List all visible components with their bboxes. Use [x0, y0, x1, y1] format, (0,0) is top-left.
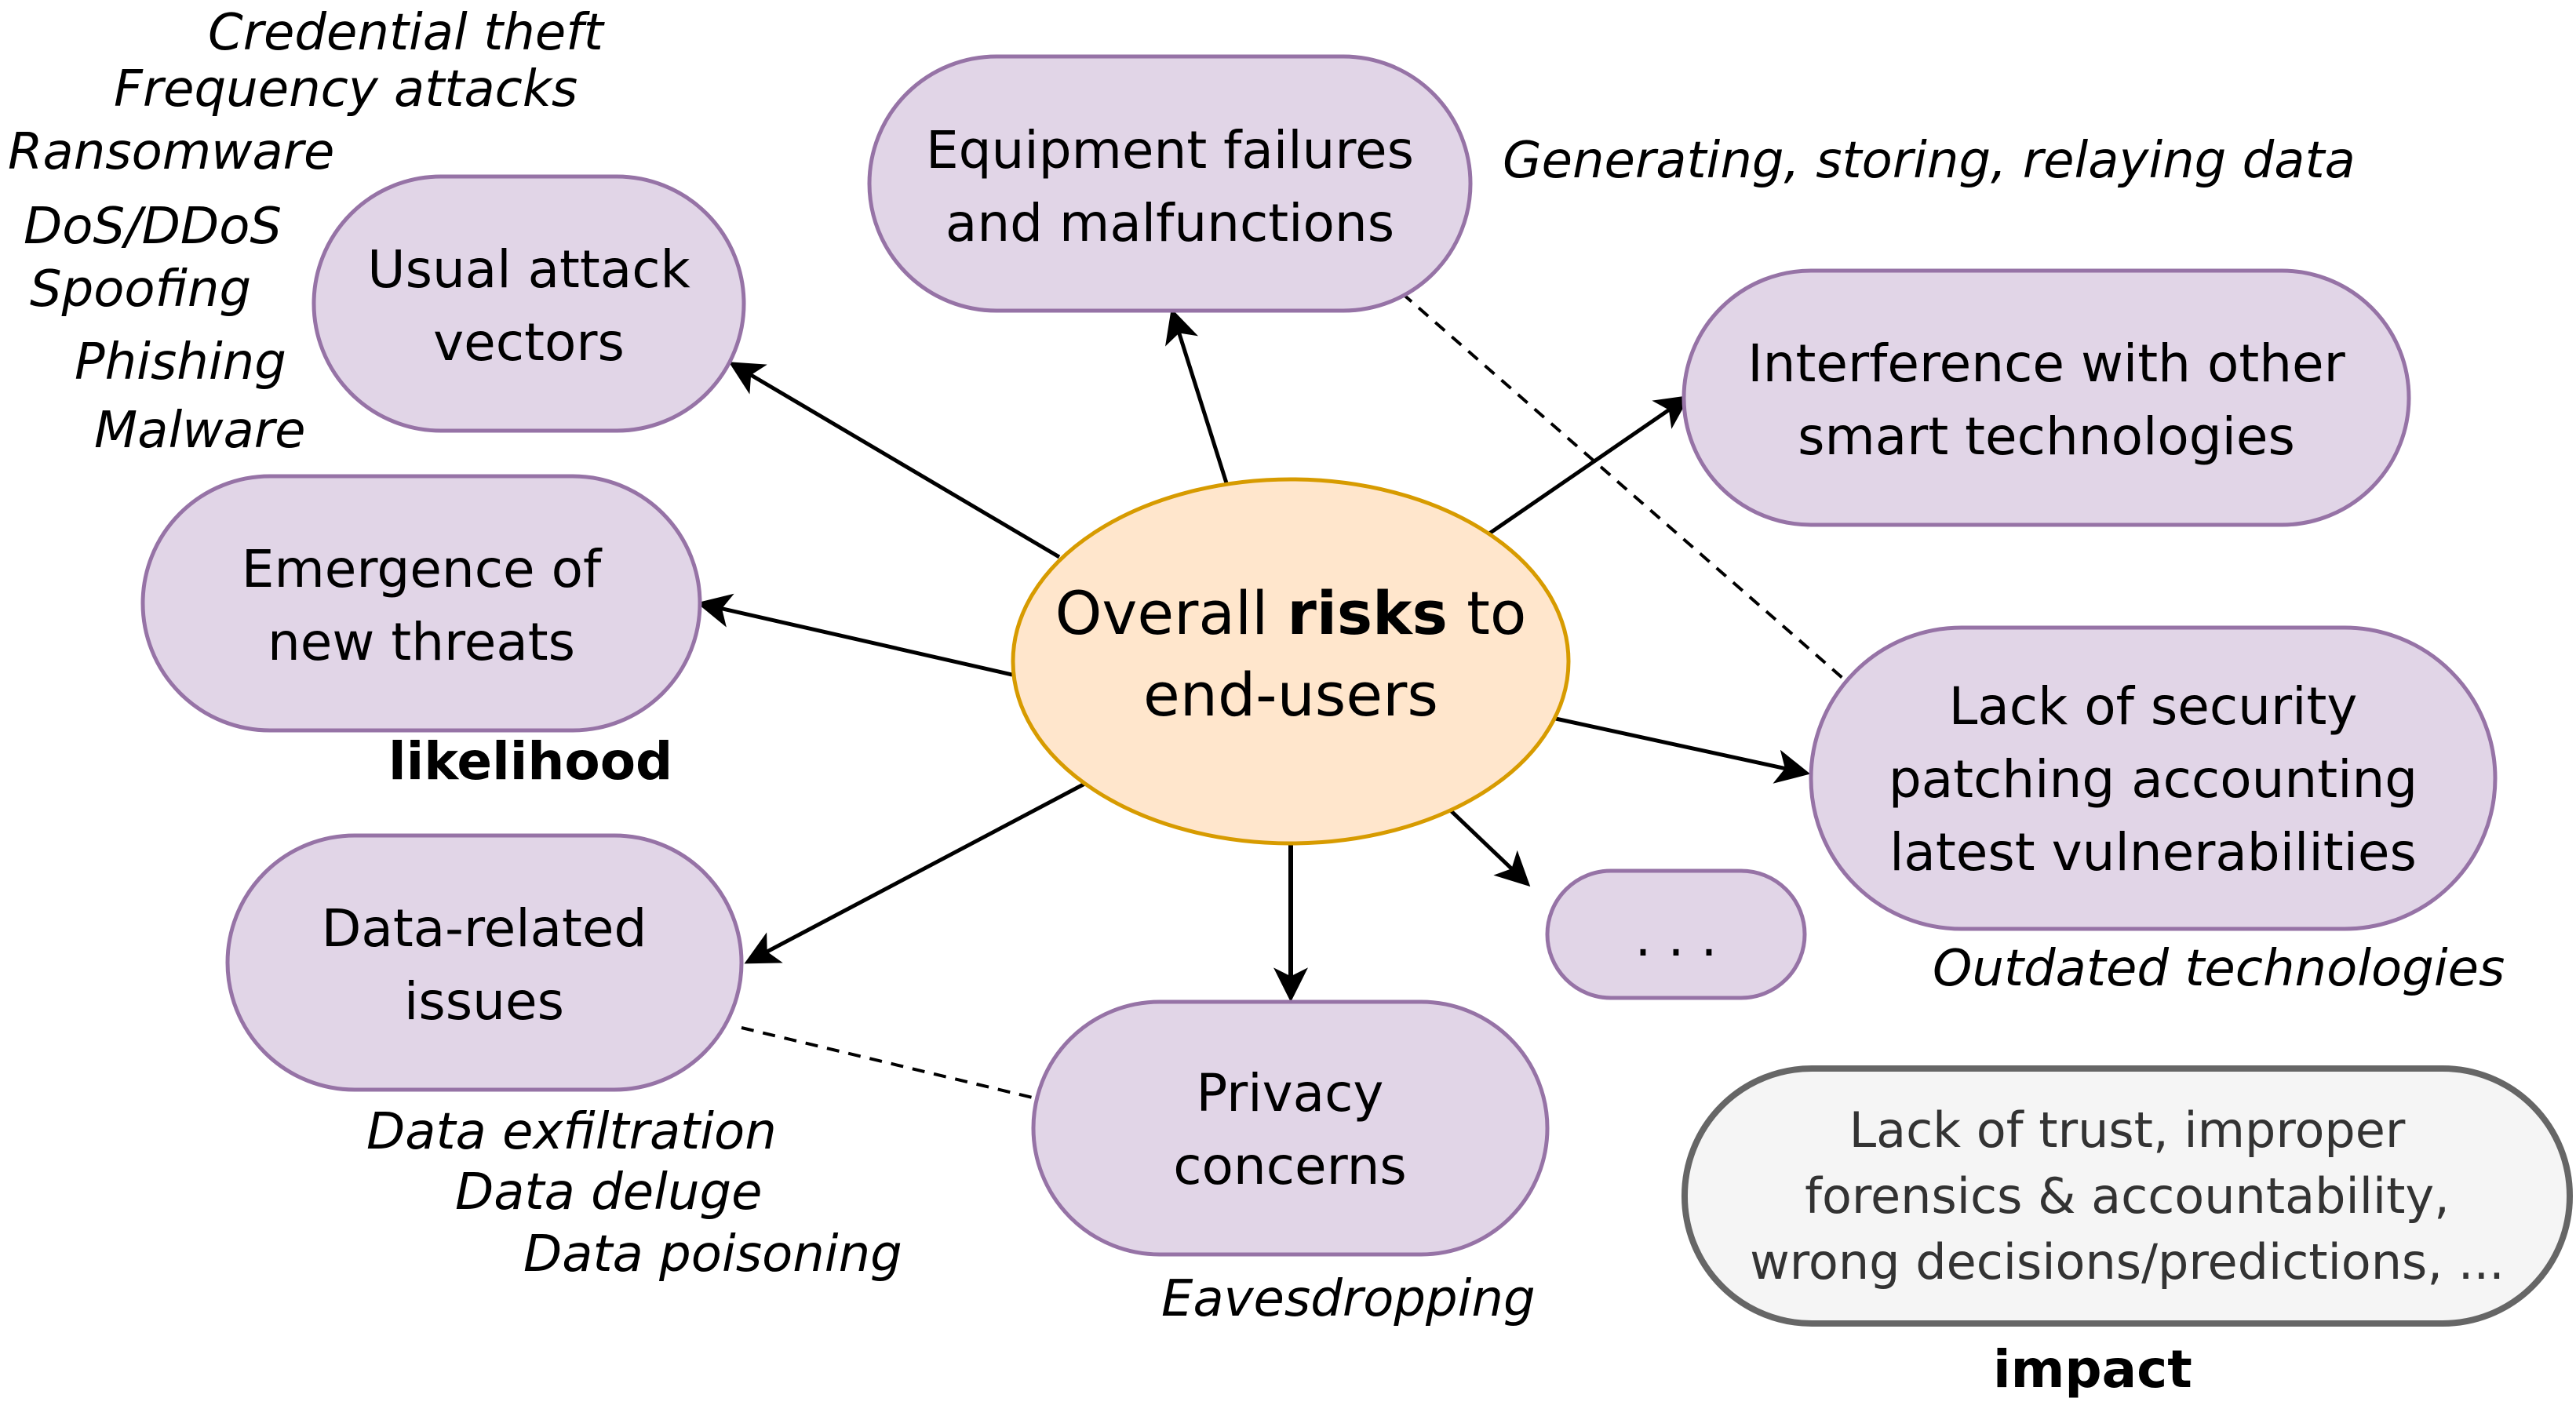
equipment-line-2: and malfunctions [946, 193, 1394, 253]
annotation-eavesdropping: Eavesdropping [1161, 1270, 1536, 1328]
center-title: Overall risks to [1055, 578, 1527, 648]
data-related-line-2: issues [404, 971, 564, 1032]
node-data-related [225, 833, 744, 1092]
center-subtitle: end-users [1143, 660, 1438, 730]
patching-line-1: Lack of security [1949, 676, 2358, 737]
annotation-malware: Malware [94, 402, 305, 460]
node-usual-attack-vectors [312, 174, 746, 433]
annotation-data-poisoning: Data poisoning [523, 1225, 902, 1283]
impact-label: impact [1993, 1339, 2192, 1400]
annotation-phishing: Phishing [75, 333, 286, 391]
annotation-data-exfiltration: Data exfiltration [366, 1103, 777, 1161]
patching-line-2: patching accounting [1889, 749, 2418, 810]
node-interference [1682, 268, 2411, 527]
impact-box [1682, 1065, 2573, 1327]
impact-box-line-2: forensics & accountability, [1805, 1167, 2450, 1225]
annotation-dos-ddos: DoS/DDoS [24, 198, 282, 256]
impact-box-line-3: wrong decisions/predictions, ... [1750, 1233, 2505, 1291]
node-lack-patching [1809, 625, 2498, 931]
node-privacy [1031, 999, 1550, 1257]
usual-attack-line-2: vectors [433, 312, 625, 373]
impact-box-line-1: Lack of trust, improper [1849, 1101, 2406, 1159]
annotation-generating-data: Generating, storing, relaying data [1503, 132, 2356, 190]
annotation-frequency-attacks: Frequency attacks [114, 60, 578, 118]
privacy-line-1: Privacy [1197, 1063, 1384, 1123]
interference-line-2: smart technologies [1798, 406, 2295, 467]
arrow-to-lack-patching [1551, 715, 1811, 784]
arrow-to-data-related [744, 778, 1092, 964]
privacy-line-2: concerns [1173, 1136, 1407, 1196]
arrow-to-usual-attack [728, 362, 1061, 559]
annotation-outdated-technologies: Outdated technologies [1933, 940, 2505, 998]
node-emergence-new-threats [140, 474, 702, 733]
annotation-ransomware: Ransomware [8, 123, 334, 181]
arrow-to-equipment [1165, 308, 1230, 489]
dashed-connector-data-privacy [741, 1026, 1037, 1100]
node-equipment-failures [867, 54, 1473, 313]
center-title-bold: risks [1287, 578, 1448, 648]
emergence-line-1: Emergence of [242, 539, 603, 599]
annotation-credential-theft: Credential theft [208, 4, 606, 62]
node-ellipsis [1545, 868, 1807, 1000]
interference-line-1: Interference with other [1747, 333, 2345, 394]
emergence-line-2: new threats [268, 612, 575, 672]
arrow-to-emergence [696, 593, 1013, 677]
annotation-spoofing: Spoofing [30, 260, 251, 319]
dashed-connector-equipment-patching [1401, 292, 1844, 679]
center-title-prefix: Overall [1055, 578, 1288, 648]
patching-line-3: latest vulnerabilities [1889, 822, 2417, 883]
ellipsis-text: . . . [1635, 908, 1718, 968]
center-node [1011, 477, 1571, 846]
likelihood-label: likelihood [388, 731, 672, 792]
arrow-to-ellipsis [1438, 799, 1531, 887]
equipment-line-1: Equipment failures [926, 120, 1414, 180]
center-title-suffix: to [1448, 578, 1526, 648]
data-related-line-1: Data-related [322, 898, 647, 959]
usual-attack-line-1: Usual attack [367, 239, 690, 300]
arrow-to-interference [1488, 395, 1691, 536]
annotation-data-deluge: Data deluge [455, 1163, 763, 1221]
